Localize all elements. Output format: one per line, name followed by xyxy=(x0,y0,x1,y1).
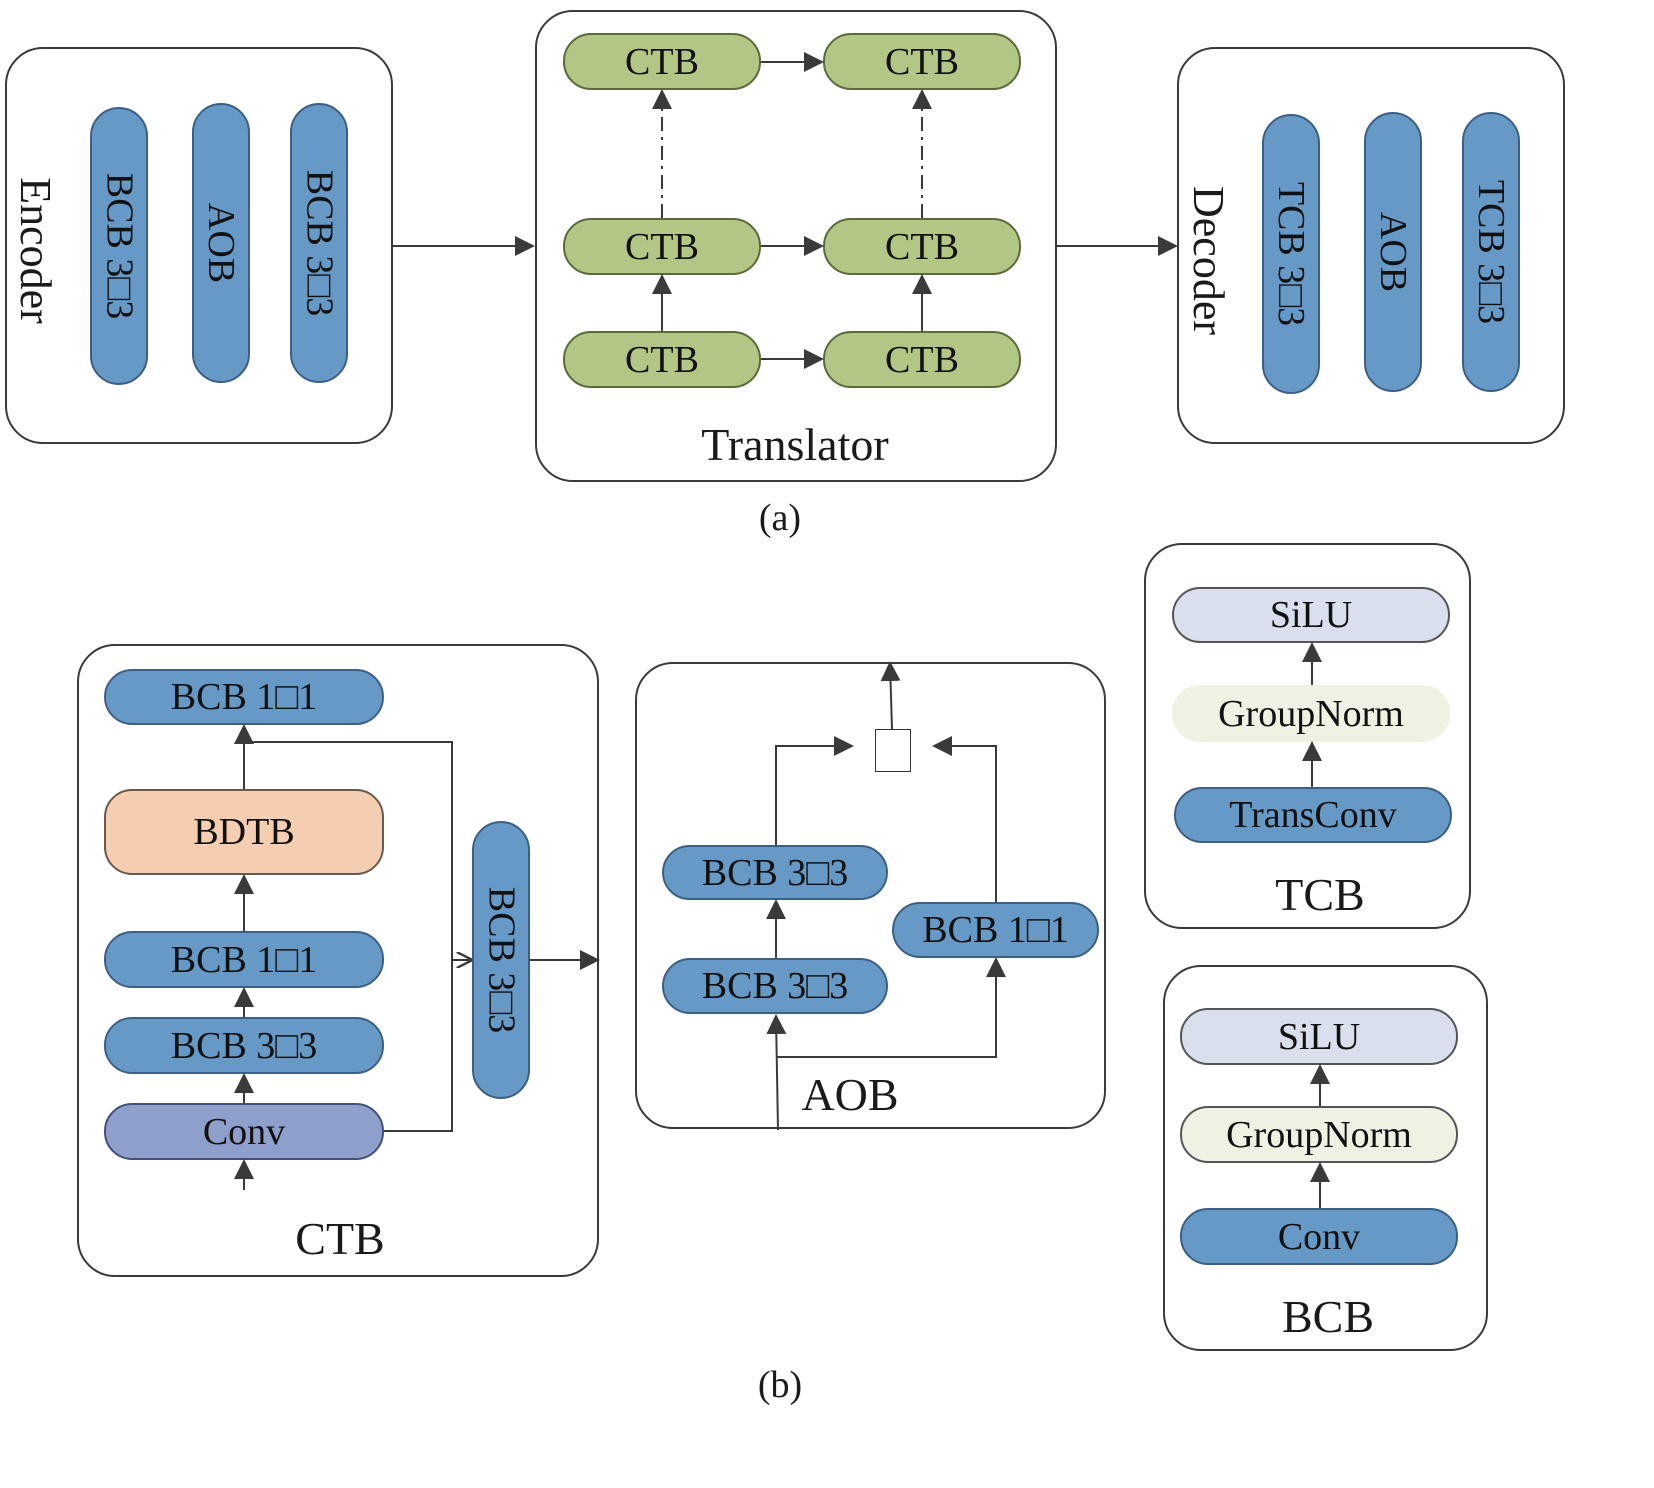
ctb-label: CTB xyxy=(295,1213,385,1264)
tcb-label: TCB xyxy=(1275,869,1365,920)
bcb-conv: Conv xyxy=(1180,1208,1458,1265)
caption-a: (a) xyxy=(758,497,802,539)
ctb-bcb-3x3-side: BCB 3□3 xyxy=(472,821,530,1099)
encoder-bcb-3x3-b: BCB 3□3 xyxy=(290,103,348,383)
tcb-silu: SiLU xyxy=(1172,587,1450,643)
caption-b: (b) xyxy=(757,1364,803,1406)
aob-bcb-3x3-upper: BCB 3□3 xyxy=(662,845,888,900)
ctb-bcb-1x1-top: BCB 1□1 xyxy=(104,669,384,725)
ctb-block-r2c2: CTB xyxy=(823,218,1021,275)
encoder-bcb-3x3-a: BCB 3□3 xyxy=(90,107,148,385)
ctb-block-r3c2: CTB xyxy=(823,331,1021,388)
bcb-label: BCB xyxy=(1281,1291,1375,1342)
aob-bcb-3x3-lower: BCB 3□3 xyxy=(662,958,888,1014)
decoder-tcb-3x3-a: TCB 3□3 xyxy=(1262,114,1320,394)
tcb-transconv: TransConv xyxy=(1174,787,1452,843)
encoder-aob: AOB xyxy=(192,103,250,383)
ctb-conv: Conv xyxy=(104,1103,384,1160)
ctb-block-r3c1: CTB xyxy=(563,331,761,388)
decoder-aob: AOB xyxy=(1364,112,1422,392)
tcb-groupnorm: GroupNorm xyxy=(1172,685,1450,742)
decoder-tcb-3x3-b: TCB 3□3 xyxy=(1462,112,1520,392)
bcb-silu: SiLU xyxy=(1180,1008,1458,1065)
bcb-groupnorm: GroupNorm xyxy=(1180,1106,1458,1163)
translator-label: Translator xyxy=(701,419,889,470)
ctb-block-r2c1: CTB xyxy=(563,218,761,275)
ctb-block-r1c1: CTB xyxy=(563,33,761,90)
ctb-block-r1c2: CTB xyxy=(823,33,1021,90)
aob-label: AOB xyxy=(801,1069,899,1120)
aob-merge-node xyxy=(875,729,911,772)
